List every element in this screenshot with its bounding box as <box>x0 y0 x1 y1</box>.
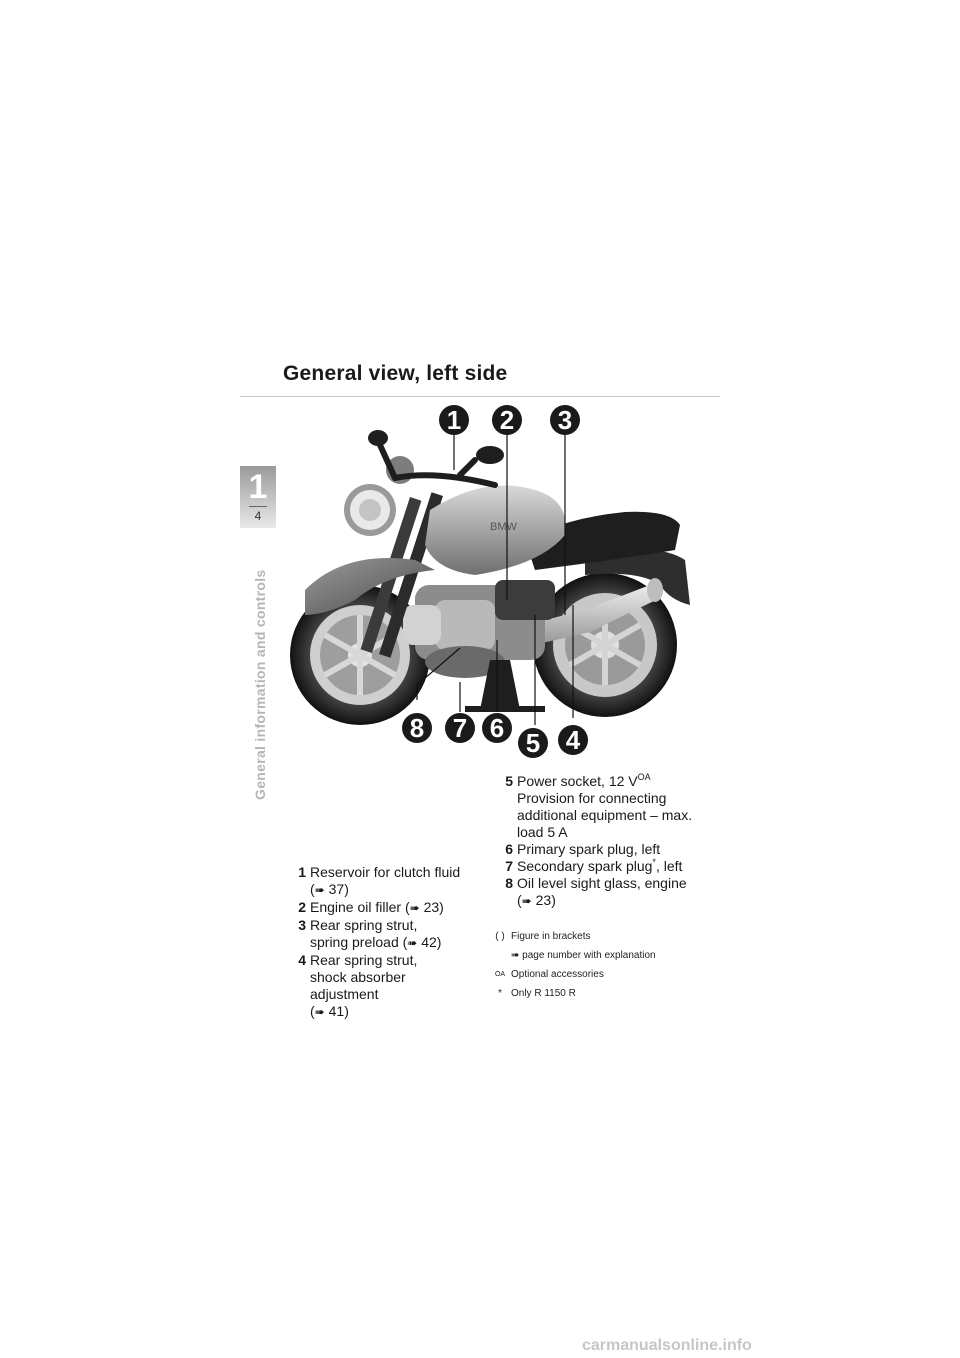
note-star: * Only R 1150 R <box>498 988 576 999</box>
handlebar <box>377 442 498 488</box>
svg-text:4: 4 <box>566 725 581 755</box>
page-ref-arrow-icon: ➠ <box>314 883 325 897</box>
callout-4: 4 <box>558 725 588 755</box>
rear-fender <box>585 550 690 605</box>
left-mirror <box>368 430 388 446</box>
legend-item-1: 1 Reservoir for clutch fluid (➠ 37) <box>298 864 461 897</box>
title-rule <box>240 396 720 397</box>
callout-5: 5 <box>518 728 548 758</box>
chapter-divider <box>249 506 267 507</box>
svg-text:3: 3 <box>558 405 572 435</box>
engine <box>403 580 555 678</box>
callout-1: 1 <box>439 405 469 435</box>
svg-text:5: 5 <box>526 728 540 758</box>
page-ref-arrow-icon: ➠ <box>314 1005 325 1019</box>
chapter-tab: 1 4 <box>240 466 276 528</box>
page-number: 4 <box>254 509 262 523</box>
chapter-number: 1 <box>248 468 268 506</box>
right-mirror <box>476 446 504 464</box>
legend-item-6: 6 Primary spark plug, left <box>505 841 661 857</box>
svg-text:6: 6 <box>490 713 504 743</box>
center-stand <box>480 660 520 710</box>
watermark: carmanualsonline.info <box>582 1337 752 1354</box>
svg-text:1: 1 <box>447 405 461 435</box>
callout-2: 2 <box>492 405 522 435</box>
page-title: General view, left side <box>283 362 508 385</box>
page-ref-arrow-icon: ➠ <box>409 901 420 915</box>
front-fork <box>305 492 443 658</box>
callout-6: 6 <box>482 713 512 743</box>
fuel-tank <box>425 485 566 575</box>
page-ref-arrow-icon: ➠ <box>407 936 418 950</box>
svg-text:2: 2 <box>500 405 514 435</box>
legend-right: 5 Power socket, 12 VOA Provision for con… <box>495 773 695 910</box>
note-brackets: ( ) Figure in brackets <box>495 931 591 942</box>
headlight <box>344 484 396 536</box>
callout-8: 8 <box>402 713 432 743</box>
svg-text:7: 7 <box>453 713 467 743</box>
motorcycle-figure: BMW <box>285 400 705 770</box>
legend-item-3: 3 Rear spring strut, spring preload (➠ 4… <box>298 917 442 950</box>
symbol-key: ( ) Figure in brackets ➠ page number wit… <box>493 930 703 1006</box>
legend-item-7: 7 Secondary spark plug*, left <box>505 857 683 875</box>
callout-3: 3 <box>550 405 580 435</box>
page-ref-arrow-icon: ➠ <box>511 950 523 961</box>
side-label: General information and controls <box>252 569 268 800</box>
callout-leaders <box>416 435 574 725</box>
page-ref-arrow-icon: ➠ <box>521 894 532 908</box>
brand-mark: BMW <box>490 521 518 533</box>
callout-7: 7 <box>445 713 475 743</box>
svg-text:8: 8 <box>410 713 424 743</box>
legend-left: 1 Reservoir for clutch fluid (➠ 37) 2 En… <box>288 864 478 1021</box>
legend-item-4: 4 Rear spring strut, shock absorber adju… <box>298 952 418 1019</box>
legend-item-2: 2 Engine oil filler (➠ 23) <box>298 899 444 915</box>
legend-item-5: 5 Power socket, 12 VOA Provision for con… <box>505 772 693 841</box>
note-arrow: ➠ page number with explanation <box>511 950 656 961</box>
note-oa: OA Optional accessories <box>494 969 604 980</box>
legend-item-8: 8 Oil level sight glass, engine (➠ 23) <box>505 875 687 908</box>
